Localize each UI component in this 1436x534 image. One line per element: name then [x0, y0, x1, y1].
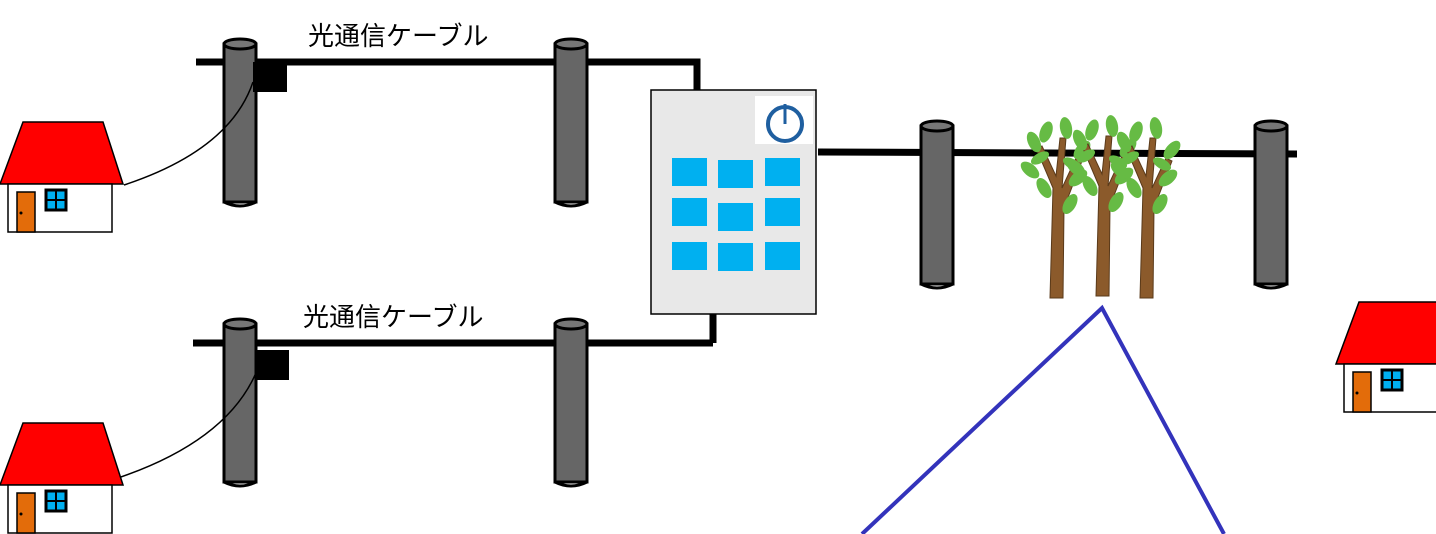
cable-label-bottom: 光通信ケーブル	[303, 303, 484, 333]
cable-closure-box-icon-top	[253, 62, 287, 92]
house-icon-bottom	[0, 421, 125, 534]
right-cable	[817, 148, 1298, 158]
cable-label-top: 光通信ケーブル	[308, 22, 489, 52]
drop-wire-top	[123, 81, 254, 186]
drop-wire-bottom	[117, 367, 259, 479]
building-icon	[650, 89, 817, 315]
house-icon-top	[0, 120, 125, 234]
utility-pole-right-2	[1253, 119, 1289, 290]
tree-icon	[1017, 113, 1185, 299]
utility-pole-bottom-left	[222, 317, 258, 488]
cable-closure-box-icon-bottom	[255, 350, 289, 380]
utility-pole-bottom-mid	[553, 317, 589, 488]
utility-pole-top-mid	[553, 37, 589, 208]
zoom-callout-lines	[860, 304, 1226, 534]
utility-pole-right-1	[919, 119, 955, 290]
house-icon-right	[1334, 300, 1436, 414]
top-cable-drop	[692, 58, 701, 90]
